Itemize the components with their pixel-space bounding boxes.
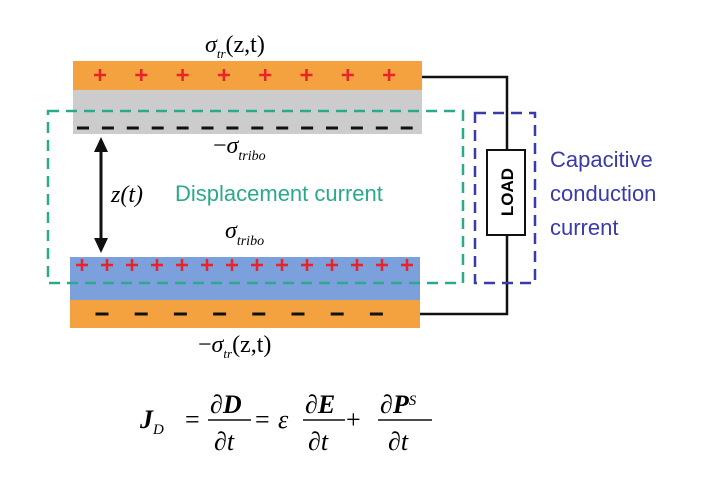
svg-text:∂t: ∂t: [308, 427, 329, 456]
capacitive-line-1: Capacitive: [550, 147, 653, 172]
svg-text:∂E: ∂E: [305, 390, 335, 419]
displacement-current-equation: JD = ∂D ∂t = ε ∂E ∂t + ∂PS ∂t: [139, 390, 432, 456]
svg-text:∂PS: ∂PS: [380, 390, 417, 419]
plus-charge: [401, 259, 413, 271]
top-electrode: [73, 61, 422, 90]
plus-charge: [301, 259, 313, 271]
top-charge-label: σtr(z,t): [205, 32, 265, 61]
plus-charge: [101, 259, 113, 271]
svg-text:∂t: ∂t: [388, 427, 409, 456]
plus-charge: [126, 259, 138, 271]
plus-charge: [76, 259, 88, 271]
plus-charge: [376, 259, 388, 271]
tribo-label: σtribo: [225, 218, 264, 249]
plus-charge: [151, 259, 163, 271]
bottom-electrode: [70, 300, 420, 328]
neg-tribo-label: −σtribo: [213, 133, 266, 164]
bottom-dielectric: [70, 257, 420, 300]
plus-charge: [276, 259, 288, 271]
svg-text:JD: JD: [139, 405, 164, 438]
svg-text:ε: ε: [278, 405, 289, 434]
svg-text:∂t: ∂t: [214, 427, 235, 456]
plus-charge: [341, 69, 354, 81]
plus-charge: [217, 69, 230, 81]
wire-bottom: [420, 235, 509, 316]
plus-charge: [135, 69, 148, 81]
top-plus-charges: [94, 69, 396, 81]
plus-charge: [326, 259, 338, 271]
plus-charge: [94, 69, 106, 81]
capacitive-line-3: current: [550, 215, 618, 240]
plus-charge: [383, 69, 396, 81]
gap-label: z(t): [110, 182, 143, 208]
bottom-charge-label: −σtr(z,t): [198, 332, 271, 361]
arrow-head-down: [94, 238, 108, 253]
load-label: LOAD: [498, 168, 517, 216]
plus-charge: [351, 259, 363, 271]
plus-charge: [259, 69, 272, 81]
svg-text:∂D: ∂D: [210, 390, 242, 419]
plus-charge: [251, 259, 263, 271]
capacitive-current-label: Capacitive conduction current: [550, 147, 656, 240]
plus-charge: [226, 259, 238, 271]
svg-text:+: +: [346, 405, 361, 434]
plus-charge: [176, 259, 188, 271]
svg-text:=: =: [185, 405, 200, 434]
load-resistor: [486, 149, 526, 236]
bottom-plus-charges: [76, 259, 413, 271]
arrow-head-up: [94, 137, 108, 152]
plus-charge: [300, 69, 313, 81]
capacitive-line-2: conduction: [550, 181, 656, 206]
svg-text:=: =: [255, 405, 270, 434]
conduction-current-loop: [473, 111, 537, 285]
plus-charge: [176, 69, 189, 81]
plus-charge: [201, 259, 213, 271]
wire-top: [422, 75, 509, 150]
displacement-current-loop: [46, 109, 465, 285]
displacement-current-label: Displacement current: [175, 181, 383, 206]
